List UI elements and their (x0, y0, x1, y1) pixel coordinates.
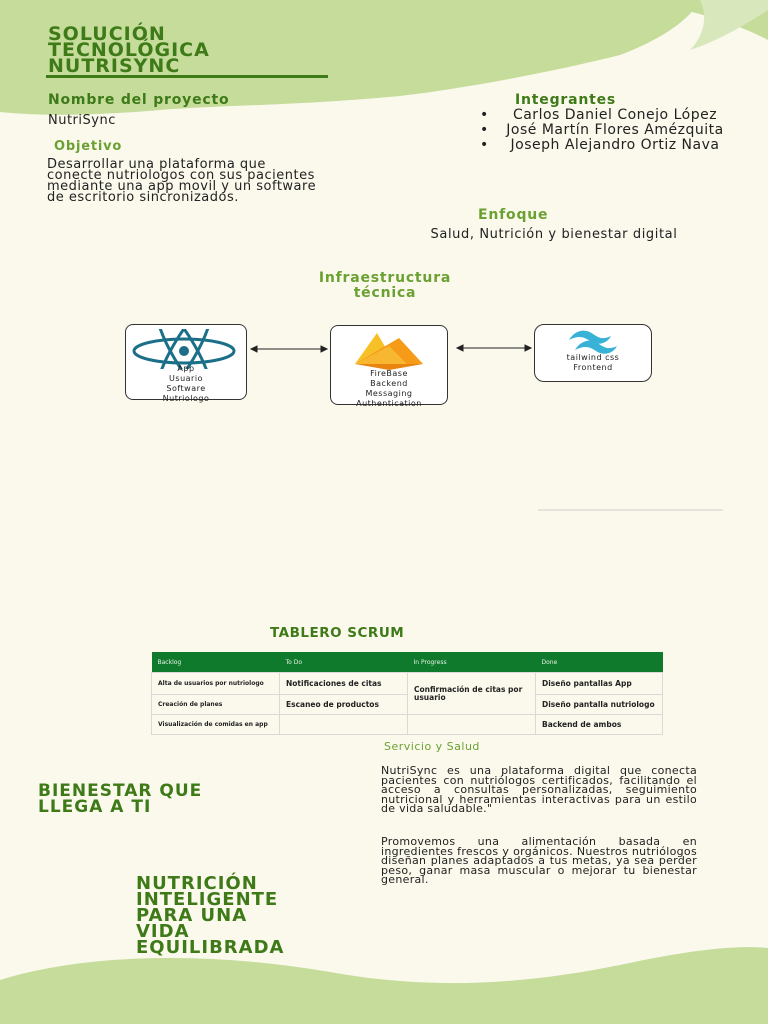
table-cell: Visualización de comidas en app (151, 714, 280, 735)
slogan-2-line: EQUILIBRADA (136, 937, 285, 958)
slogan-1-line: BIENESTAR QUE (38, 781, 203, 801)
infra-heading: Infraestructura técnica (280, 271, 490, 301)
title-line-3: NUTRISYNC (48, 55, 181, 77)
objective-heading: Objetivo (54, 139, 123, 154)
infra-node-firebase: FireBase Backend Messaging Authenticatio… (330, 325, 448, 408)
node-label-line: Software (166, 384, 206, 393)
slogan-2-line: NUTRICIÓN (136, 873, 258, 894)
node-label-line: Backend (370, 379, 408, 388)
infra-node-app: App Usuario Software Nutriologo (125, 324, 247, 403)
scrum-table: Backlog To Do In Progress Done Alta de u… (151, 652, 663, 735)
node-label-line: Nutriologo (162, 394, 210, 403)
slogan-1: BIENESTAR QUE LLEGA A TI (38, 781, 203, 817)
table-cell: Confirmación de citas por usuario (407, 672, 536, 715)
column-header-backlog: Backlog (151, 652, 280, 673)
team-heading: Integrantes (515, 92, 617, 108)
firebase-icon (355, 333, 423, 370)
infra-node-tailwind: tailwind css Frontend (534, 324, 652, 382)
slogan-2: NUTRICIÓN INTELIGENTE PARA UNA VIDA EQUI… (136, 873, 285, 958)
react-icon (132, 329, 236, 369)
team-member: Joseph Alejandro Ortiz Nava (470, 138, 740, 154)
infra-node-firebase-label: FireBase Backend Messaging Authenticatio… (331, 369, 447, 409)
scrum-header-row: Backlog To Do In Progress Done (151, 652, 663, 673)
table-cell: Backend de ambos (535, 714, 663, 735)
focus-text: Salud, Nutrición y bienestar digital (430, 227, 678, 242)
team-member: José Martín Flores Amézquita (470, 123, 740, 139)
tailwind-icon (569, 330, 617, 354)
column-header-todo: To Do (279, 652, 408, 673)
title-line-1: SOLUCIÓN (48, 23, 166, 45)
service-paragraph-1: NutriSync es una plataforma digital que … (381, 764, 697, 815)
node-label-line: tailwind css (566, 353, 620, 362)
slogan-1-line: LLEGA A TI (38, 797, 152, 817)
project-name-heading: Nombre del proyecto (48, 92, 230, 108)
table-cell: Creación de planes (151, 694, 280, 715)
service-paragraph-2: Promovemos una alimentación basada en in… (381, 835, 697, 886)
project-name: NutriSync (48, 113, 116, 128)
table-cell (407, 714, 536, 735)
node-label-line: Authentication (356, 399, 422, 408)
scrum-heading: TABLERO SCRUM (270, 625, 405, 641)
page-title: SOLUCIÓN TECNOLÓGICA NUTRISYNC (48, 23, 348, 77)
team-list: Carlos Daniel Conejo López José Martín F… (470, 108, 740, 154)
table-row: Alta de usuarios por nutriologo Notifica… (151, 672, 663, 715)
table-cell: Escaneo de productos (279, 694, 408, 715)
table-cell: Alta de usuarios por nutriologo (151, 672, 280, 695)
node-label-line: Frontend (573, 363, 613, 372)
node-label-line: FireBase (370, 369, 408, 378)
infra-heading-line-1: Infraestructura (318, 270, 452, 286)
service-heading: Servicio y Salud (384, 740, 480, 753)
node-label-line: App (177, 364, 195, 373)
infra-heading-line-2: técnica (353, 285, 417, 301)
table-cell: Notificaciones de citas (279, 672, 408, 695)
focus-heading: Enfoque (478, 207, 549, 223)
table-cell: Diseño pantalla nutriologo (535, 694, 663, 715)
slogan-2-line: INTELIGENTE (136, 889, 279, 910)
table-row: Creación de planes Escaneo de productos … (151, 694, 663, 715)
slogan-2-line: PARA UNA (136, 905, 248, 926)
slogan-2-line: VIDA (136, 921, 190, 942)
node-label-line: Messaging (365, 389, 413, 398)
table-cell (279, 714, 408, 735)
title-line-2: TECNOLÓGICA (48, 39, 210, 61)
infra-node-tailwind-label: tailwind css Frontend (535, 353, 651, 373)
title-underline (46, 75, 328, 78)
node-label-line: Usuario (169, 374, 203, 383)
table-cell: Diseño pantallas App (535, 672, 663, 695)
infra-node-app-label: App Usuario Software Nutriologo (126, 364, 246, 404)
table-row: Visualización de comidas en app Backend … (151, 714, 663, 735)
team-member: Carlos Daniel Conejo López (470, 108, 740, 124)
column-header-in-progress: In Progress (407, 652, 536, 673)
infra-arrows (249, 344, 533, 353)
objective-text: Desarrollar una plataforma que conecte n… (47, 157, 317, 205)
column-header-done: Done (535, 652, 663, 673)
